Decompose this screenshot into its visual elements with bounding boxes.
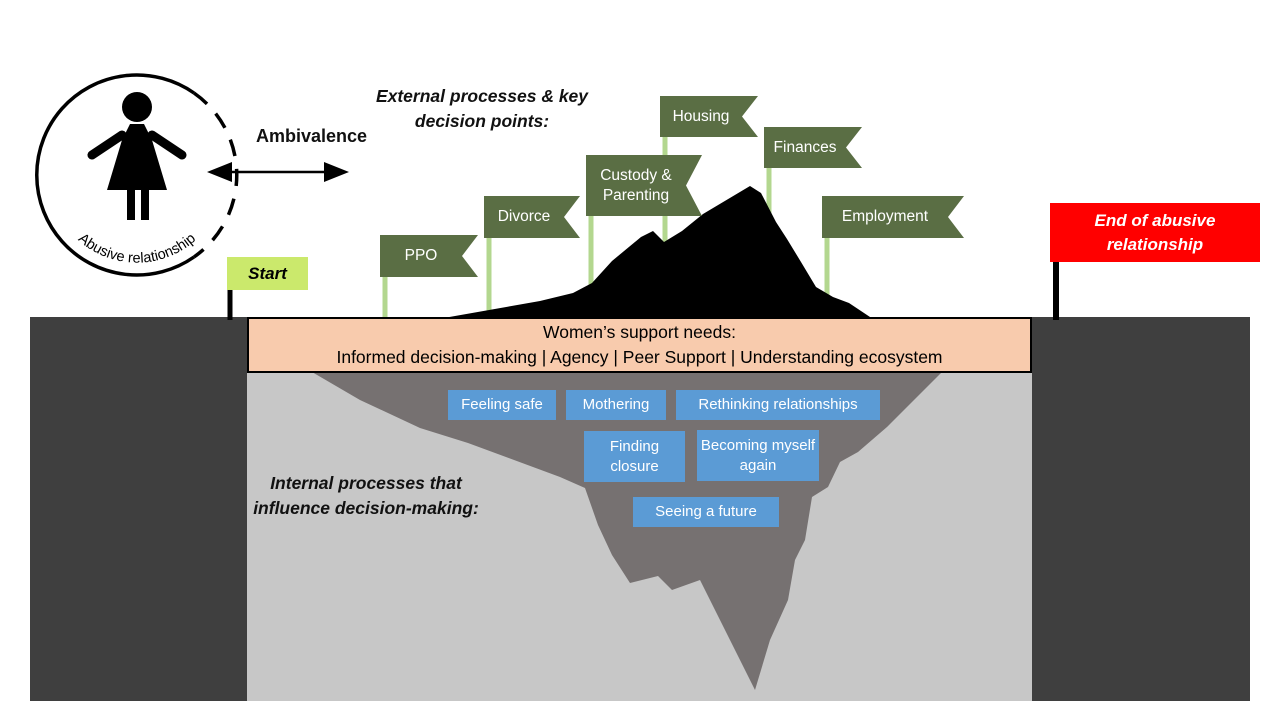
flag-ppo: PPO	[380, 235, 478, 277]
need-seeing-a-future-label: Seeing a future	[655, 503, 757, 521]
need-finding-closure: Finding closure	[584, 431, 685, 482]
need-feeling-safe-label: Feeling safe	[461, 396, 543, 414]
flag-custody-parenting: Custody & Parenting	[586, 155, 702, 216]
flag-housing-label: Housing	[672, 107, 730, 125]
circle-label: Abusive relationship	[75, 230, 199, 266]
need-feeling-safe: Feeling safe	[448, 390, 556, 420]
flag-divorce-label: Divorce	[497, 208, 551, 226]
support-needs-banner: Women’s support needs: Informed decision…	[247, 317, 1032, 373]
ambivalence-label: Ambivalence	[256, 126, 368, 146]
flag-ppo-label: PPO	[404, 247, 438, 265]
external-heading-line2: decision points:	[414, 111, 550, 131]
need-becoming-myself-again-label: Becoming myself again	[700, 437, 816, 474]
flag-employment-label: Employment	[841, 208, 929, 226]
need-seeing-a-future: Seeing a future	[633, 497, 779, 527]
need-finding-closure-label: Finding closure	[609, 438, 660, 475]
flag-custody-parenting-label: Custody & Parenting	[600, 167, 672, 204]
flag-employment: Employment	[822, 196, 964, 238]
need-becoming-myself-again: Becoming myself again	[697, 430, 819, 481]
internal-processes-heading: Internal processes that influence decisi…	[248, 471, 484, 521]
circle-solid-arc	[35, 73, 195, 277]
internal-heading-line1: Internal processes that	[270, 473, 462, 493]
circle-dashed-arc	[192, 91, 239, 259]
banner-line1: Women’s support needs:	[543, 321, 736, 342]
need-rethinking-relationships: Rethinking relationships	[676, 390, 880, 420]
flag-finances-label: Finances	[773, 138, 837, 156]
external-processes-heading: External processes & key decision points…	[352, 84, 612, 134]
start-label: Start	[248, 263, 287, 283]
need-rethinking-relationships-label: Rethinking relationships	[698, 396, 858, 414]
need-mothering: Mothering	[566, 390, 666, 420]
end-marker: End of abusive relationship	[1050, 203, 1260, 262]
start-marker: Start	[227, 257, 308, 290]
internal-heading-line2: influence decision-making:	[253, 498, 479, 518]
svg-text:Abusive relationship: Abusive relationship	[75, 230, 199, 266]
need-mothering-label: Mothering	[582, 396, 650, 414]
banner-line2: Informed decision-making | Agency | Peer…	[336, 347, 943, 367]
external-heading-line1: External processes & key	[375, 86, 589, 106]
end-label-line2: relationship	[1106, 234, 1204, 254]
flag-finances: Finances	[764, 127, 862, 168]
flag-housing: Housing	[660, 96, 758, 137]
end-label-line1: End of abusive	[1094, 210, 1216, 230]
flag-divorce: Divorce	[484, 196, 580, 238]
woman-icon	[87, 92, 187, 220]
